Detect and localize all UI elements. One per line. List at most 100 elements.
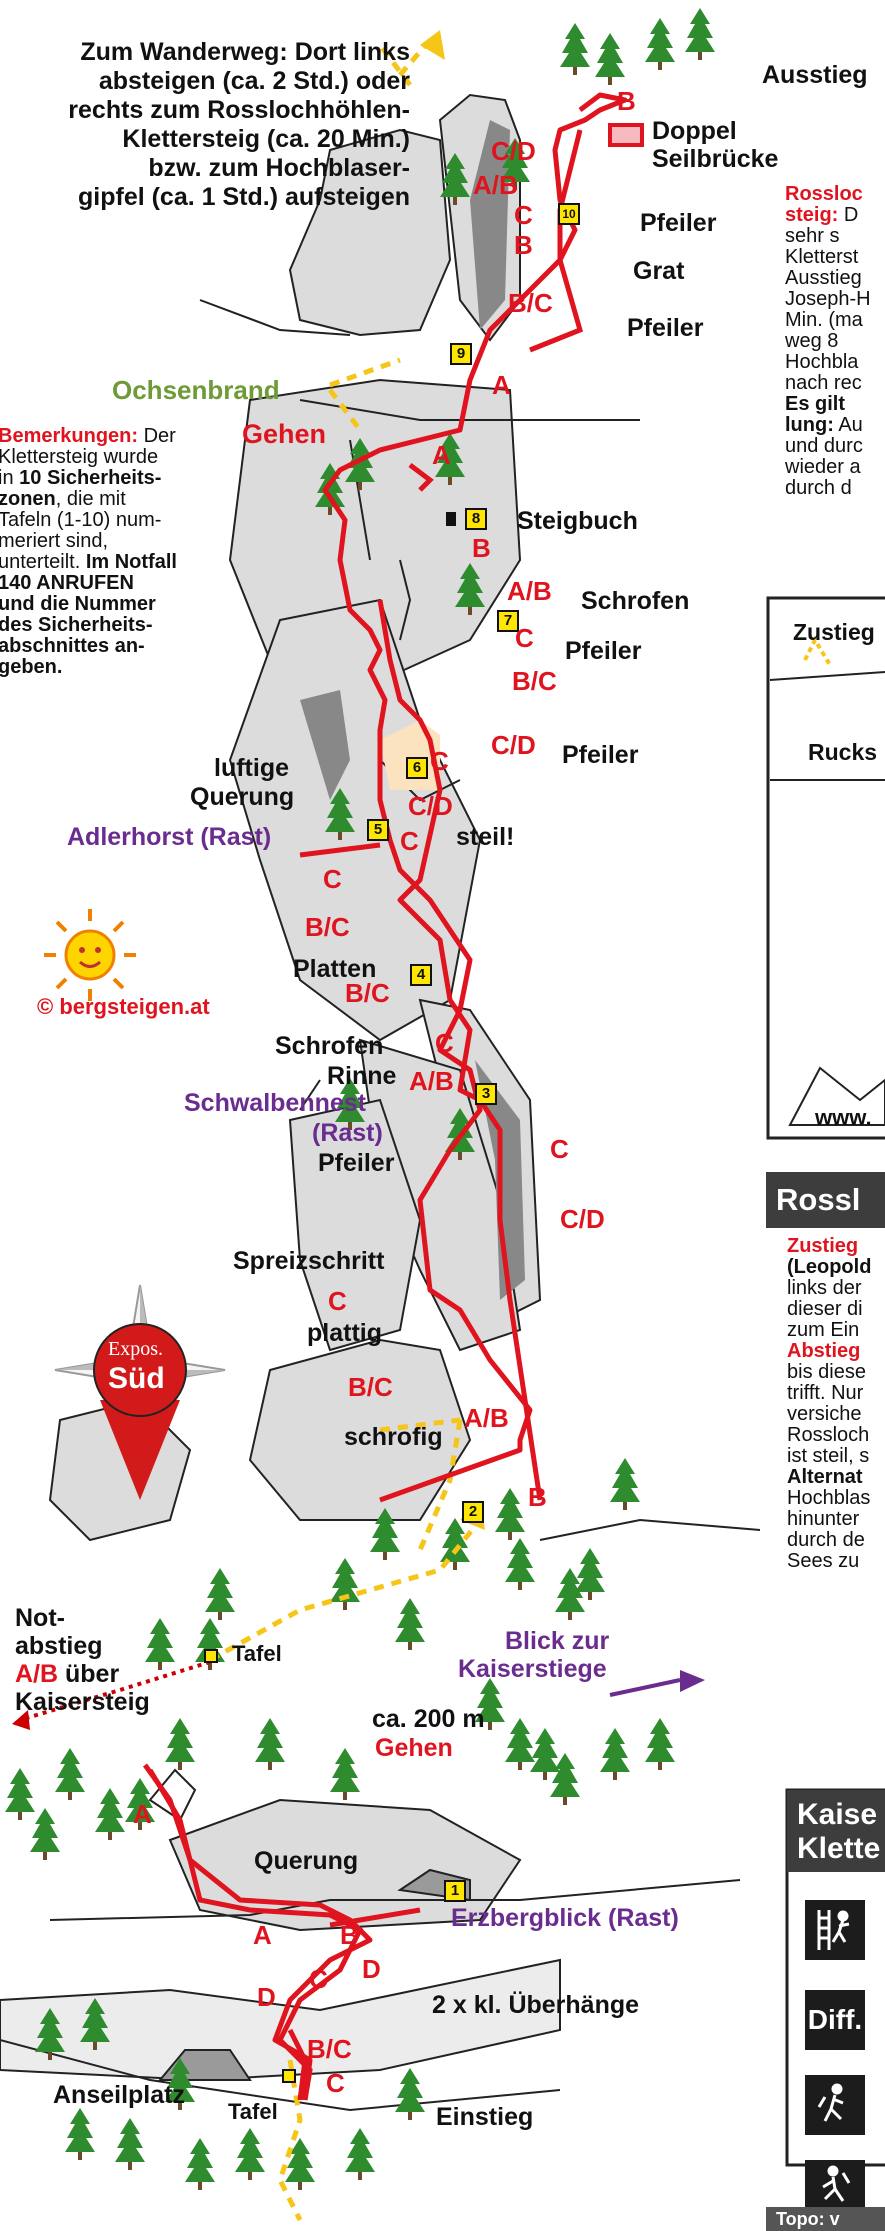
label-spreizschritt: Spreizschritt <box>233 1248 384 1274</box>
label-kaisersteig: Kaisersteig <box>15 1689 150 1715</box>
difficulty-label: C <box>514 202 533 229</box>
remarks-line: Klettersteig wurde <box>0 446 158 468</box>
bottom-zustieg: Zustieg <box>787 1236 858 1257</box>
header-note-line: Zum Wanderweg: Dort links <box>20 38 410 67</box>
header-note: Zum Wanderweg: Dort links absteigen (ca.… <box>20 38 410 212</box>
remarks-line: 10 Sicherheits- <box>19 467 161 489</box>
label-pfeiler: Pfeiler <box>318 1150 394 1176</box>
bottom-abstieg: Abstieg <box>787 1340 860 1362</box>
tree-trunk <box>608 77 612 85</box>
section-marker: 4 <box>410 964 432 986</box>
label-steil: steil! <box>456 824 514 850</box>
label-schwalbennest: Schwalbennest <box>184 1090 366 1116</box>
tree-trunk <box>613 1772 617 1780</box>
bottom-leopold: (Leopold <box>787 1256 871 1278</box>
section-marker: 2 <box>462 1501 484 1523</box>
difficulty-label: C/D <box>491 732 536 759</box>
label-schrofen: Schrofen <box>581 588 689 614</box>
side-title: Rossloc <box>785 184 863 205</box>
difficulty-label: A/B <box>464 1405 509 1432</box>
label-ueber: über <box>58 1660 119 1688</box>
section-marker: 5 <box>367 819 389 841</box>
tree-icon <box>95 1788 125 1832</box>
inset-www: www. <box>815 1106 872 1129</box>
side-line: Hochbla <box>785 351 858 373</box>
label-schrofig: schrofig <box>344 1424 443 1450</box>
label-tafel: Tafel <box>228 2100 278 2123</box>
tafel-sign-icon <box>205 1650 217 1662</box>
remarks-line: , die mit <box>56 488 126 510</box>
label-plattig: plattig <box>307 1320 382 1346</box>
tree-trunk <box>448 477 452 485</box>
remarks-line: Der <box>144 425 176 447</box>
section-marker: 6 <box>406 757 428 779</box>
label-blick2: Kaiserstiege <box>458 1656 607 1682</box>
label-ochsenbrand: Ochsenbrand <box>112 377 280 404</box>
difficulty-icon: Diff. <box>805 1990 865 2050</box>
tree-icon <box>235 2128 265 2172</box>
side-line: und durc <box>785 435 863 457</box>
label-ca200: ca. 200 m <box>372 1706 485 1732</box>
label-ueberhaenge: 2 x kl. Überhänge <box>432 1992 639 2018</box>
difficulty-label: B <box>514 232 533 259</box>
side-es-gilt: Es gilt <box>785 393 845 415</box>
tree-trunk <box>248 2172 252 2180</box>
label-rinne: Rinne <box>327 1063 396 1089</box>
label-pfeiler: Pfeiler <box>627 315 703 341</box>
tree-trunk <box>268 1762 272 1770</box>
tree-icon <box>285 2138 315 2182</box>
tree-trunk <box>408 2112 412 2120</box>
label-pfeiler: Pfeiler <box>562 742 638 768</box>
header-note-line: gipfel (ca. 1 Std.) aufsteigen <box>20 183 410 212</box>
tree-trunk <box>68 1792 72 1800</box>
tree-trunk <box>408 1642 412 1650</box>
kaiser-title-bar: Kaise Klette <box>787 1790 885 1872</box>
bottom-alternat: Alternat <box>787 1466 863 1488</box>
tree-trunk <box>78 2152 82 2160</box>
difficulty-label: C <box>328 1288 347 1315</box>
tree-icon <box>440 1518 470 1562</box>
tree-icon <box>395 2068 425 2112</box>
difficulty-label: C <box>326 2070 345 2097</box>
bottom-line: durch de <box>787 1529 865 1551</box>
bottom-line: hinunter <box>787 1508 859 1530</box>
copyright[interactable]: © bergsteigen.at <box>37 995 210 1018</box>
label-blick1: Blick zur <box>505 1628 609 1654</box>
path-arrow <box>420 30 445 60</box>
side-line: durch d <box>785 477 852 499</box>
tree-icon <box>505 1718 535 1762</box>
label-abstieg: abstieg <box>15 1633 103 1659</box>
tree-trunk <box>468 607 472 615</box>
difficulty-label: C/D <box>408 793 453 820</box>
difficulty-label: A <box>133 1801 152 1828</box>
remarks-block: Bemerkungen: Der Klettersteig wurde in 1… <box>0 426 220 678</box>
tree-icon <box>395 1598 425 1642</box>
difficulty-label: A/B <box>507 578 552 605</box>
side-lung: lung: <box>785 414 834 436</box>
tree-icon <box>600 1728 630 1772</box>
bottom-line: links der <box>787 1277 861 1299</box>
tree-icon <box>550 1753 580 1797</box>
side-line: nach rec <box>785 372 862 394</box>
side-line: weg 8 <box>785 330 838 352</box>
tree-trunk <box>658 1762 662 1770</box>
side-line: Min. (ma <box>785 309 863 331</box>
label-gehen: Gehen <box>242 420 326 448</box>
remarks-title: Bemerkungen: <box>0 425 138 447</box>
difficulty-label: B <box>528 1484 547 1511</box>
label-tafel: Tafel <box>232 1642 282 1665</box>
sun-icon <box>44 909 136 1001</box>
bottom-line: dieser di <box>787 1298 863 1320</box>
tree-icon <box>205 1568 235 1612</box>
seilbruecke-icon <box>610 125 642 145</box>
remarks-line: abschnittes an- <box>0 635 145 657</box>
steigbuch-icon <box>446 512 456 526</box>
tree-trunk <box>178 1762 182 1770</box>
tree-trunk <box>508 1532 512 1540</box>
blick-arrow-line <box>610 1680 680 1695</box>
tree-trunk <box>328 507 332 515</box>
bottom-text: Zustieg (Leopold links der dieser di zum… <box>787 1236 885 1572</box>
tree-icon <box>575 1548 605 1592</box>
tree-icon <box>55 1748 85 1792</box>
